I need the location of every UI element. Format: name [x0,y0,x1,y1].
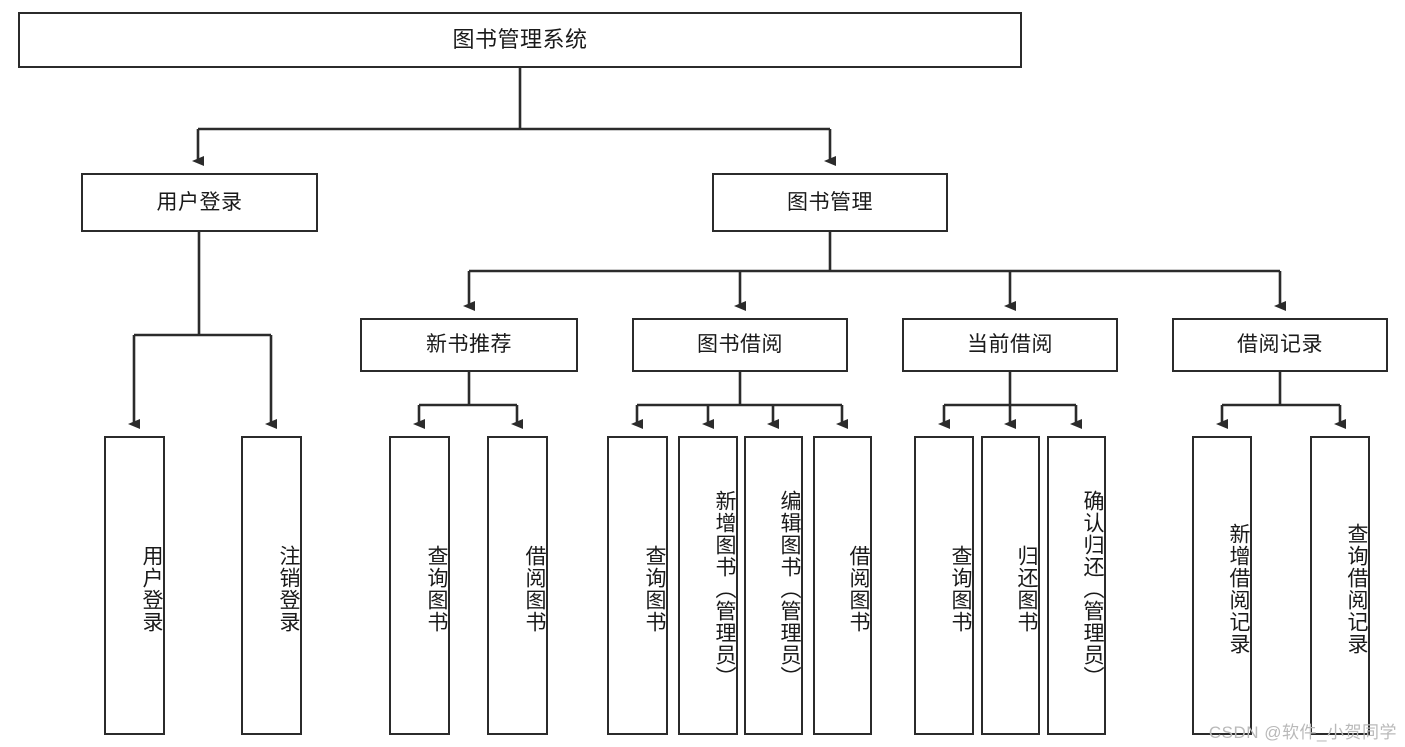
node-leaf-add-borrow-record[interactable]: 新增借阅记录 [1192,436,1252,735]
node-leaf-query-borrow-record[interactable]: 查询借阅记录 [1310,436,1370,735]
node-leaf-user-login[interactable]: 用户登录 [104,436,165,735]
node-label: 查询图书 [425,544,448,633]
node-root-book-management-system[interactable]: 图书管理系统 [18,12,1022,68]
node-label: 借阅图书 [847,544,870,633]
node-user-login[interactable]: 用户登录 [81,173,318,232]
node-label: 查询借阅记录 [1345,522,1368,655]
node-new-book-recommend[interactable]: 新书推荐 [360,318,578,372]
node-leaf-query-book-1[interactable]: 查询图书 [389,436,450,735]
node-current-borrow[interactable]: 当前借阅 [902,318,1118,372]
node-label: 新增借阅记录 [1227,522,1250,655]
node-leaf-return-book[interactable]: 归还图书 [981,436,1040,735]
node-borrow-record[interactable]: 借阅记录 [1172,318,1388,372]
node-label: 用户登录 [140,544,163,633]
node-label: 归还图书 [1015,544,1038,633]
node-label: 图书管理 [787,190,873,214]
node-leaf-edit-book-admin[interactable]: 编辑图书（管理员） [744,436,803,735]
node-label: 当前借阅 [967,333,1053,357]
node-label: 新增图书（管理员） [713,489,736,688]
node-leaf-query-book-2[interactable]: 查询图书 [607,436,668,735]
node-book-manage[interactable]: 图书管理 [712,173,948,232]
node-label: 用户登录 [156,190,243,214]
node-label: 图书管理系统 [452,26,588,52]
node-leaf-confirm-return-admin[interactable]: 确认归还（管理员） [1047,436,1106,735]
node-label: 借阅记录 [1237,333,1323,357]
node-label: 图书借阅 [697,333,783,357]
csdn-watermark: CSDN @软件_小贺同学 [1208,723,1397,742]
node-label: 编辑图书（管理员） [778,489,801,688]
node-leaf-borrow-book-1[interactable]: 借阅图书 [487,436,548,735]
node-label: 查询图书 [643,544,666,633]
node-label: 确认归还（管理员） [1081,489,1104,688]
node-leaf-borrow-book-2[interactable]: 借阅图书 [813,436,872,735]
node-label: 查询图书 [949,544,972,633]
node-book-borrow[interactable]: 图书借阅 [632,318,848,372]
node-label: 新书推荐 [426,333,512,357]
node-leaf-logout-login[interactable]: 注销登录 [241,436,302,735]
node-label: 注销登录 [277,544,300,633]
node-leaf-query-book-3[interactable]: 查询图书 [914,436,974,735]
node-label: 借阅图书 [523,544,546,633]
node-leaf-add-book-admin[interactable]: 新增图书（管理员） [678,436,738,735]
